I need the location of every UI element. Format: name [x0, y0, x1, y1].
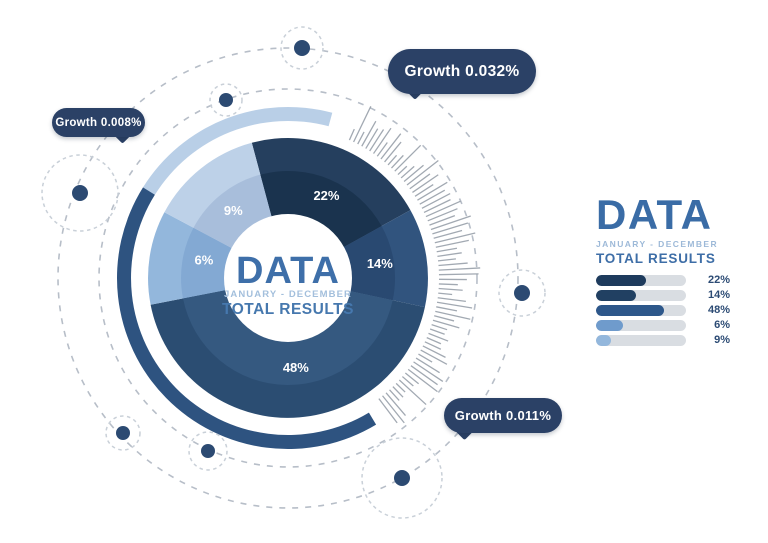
- speech-bubble-growth-1: Growth 0.032%: [388, 49, 536, 100]
- orbit-dot-ring: [105, 415, 141, 451]
- legend-bar-fill: [596, 305, 665, 316]
- legend-bar-track: [596, 335, 686, 346]
- legend-panel: DATA JANUARY - DECEMBER TOTAL RESULTS 22…: [596, 191, 732, 350]
- speech-bubble-label: Growth 0.032%: [388, 49, 536, 94]
- slice-label-48: 48%: [283, 360, 309, 375]
- legend-bar-fill: [596, 335, 612, 346]
- legend-bar-track: [596, 275, 686, 286]
- orbit-dot: [514, 285, 530, 301]
- legend-bar-label: 22%: [707, 274, 730, 286]
- orbit-dot-ring: [361, 437, 443, 519]
- orbit-dot: [201, 444, 215, 458]
- slice-label-9: 9%: [224, 203, 243, 218]
- legend-title: DATA: [596, 191, 713, 238]
- pie-center-results: TOTAL RESULTS: [222, 301, 354, 318]
- legend-bar-label: 48%: [707, 304, 730, 316]
- pie-center-title: DATA: [236, 250, 340, 292]
- legend-bar-fill: [596, 275, 646, 286]
- legend-bar-label: 6%: [714, 319, 730, 331]
- speech-bubble-growth-3: Growth 0.011%: [444, 398, 562, 441]
- pie-center-circle: [224, 214, 352, 342]
- slice-label-6: 6%: [194, 253, 213, 268]
- legend-bar-label: 9%: [714, 334, 730, 346]
- pie-center-subtitle: JANUARY - DECEMBER: [224, 289, 352, 300]
- pie-center-text: DATA JANUARY - DECEMBER TOTAL RESULTS: [222, 250, 354, 318]
- legend-row: 48%: [596, 305, 732, 316]
- orbit-circle-inner: [98, 88, 478, 468]
- slice-label-22: 22%: [313, 188, 339, 203]
- orbit-dot-ring: [209, 83, 243, 117]
- orbit-dot-ring: [41, 154, 119, 232]
- legend-row: 22%: [596, 275, 732, 286]
- arc-light-blue: [143, 106, 333, 195]
- legend-row: 14%: [596, 290, 732, 301]
- legend-row: 9%: [596, 335, 732, 346]
- legend-bar-track: [596, 290, 686, 301]
- orbit-dot: [72, 185, 88, 201]
- orbit-dot: [219, 93, 233, 107]
- orbit-dot: [294, 40, 310, 56]
- speech-bubble-label: Growth 0.011%: [444, 398, 562, 433]
- hatch-marks: [348, 105, 481, 424]
- legend-bars: 22% 14% 48% 6% 9%: [596, 275, 732, 346]
- legend-row: 6%: [596, 320, 732, 331]
- orbit-dot: [116, 426, 130, 440]
- legend-bar-track: [596, 320, 686, 331]
- orbit-dot-ring: [188, 431, 228, 471]
- arc-dark-blue: [117, 187, 377, 450]
- legend-bar-label: 14%: [707, 289, 730, 301]
- legend-subtitle: JANUARY - DECEMBER: [596, 239, 719, 249]
- slice-label-14: 14%: [367, 256, 393, 271]
- speech-bubble-growth-2: Growth 0.008%: [52, 108, 145, 144]
- legend-bar-fill: [596, 290, 636, 301]
- legend-bar-track: [596, 305, 686, 316]
- legend-results: TOTAL RESULTS: [596, 251, 716, 266]
- orbit-circle-outer: [57, 47, 519, 509]
- orbit-dot-ring: [498, 269, 546, 317]
- orbit-dot: [394, 470, 410, 486]
- legend-bar-fill: [596, 320, 623, 331]
- orbit-dot-ring: [280, 26, 324, 70]
- speech-bubble-label: Growth 0.008%: [52, 108, 145, 137]
